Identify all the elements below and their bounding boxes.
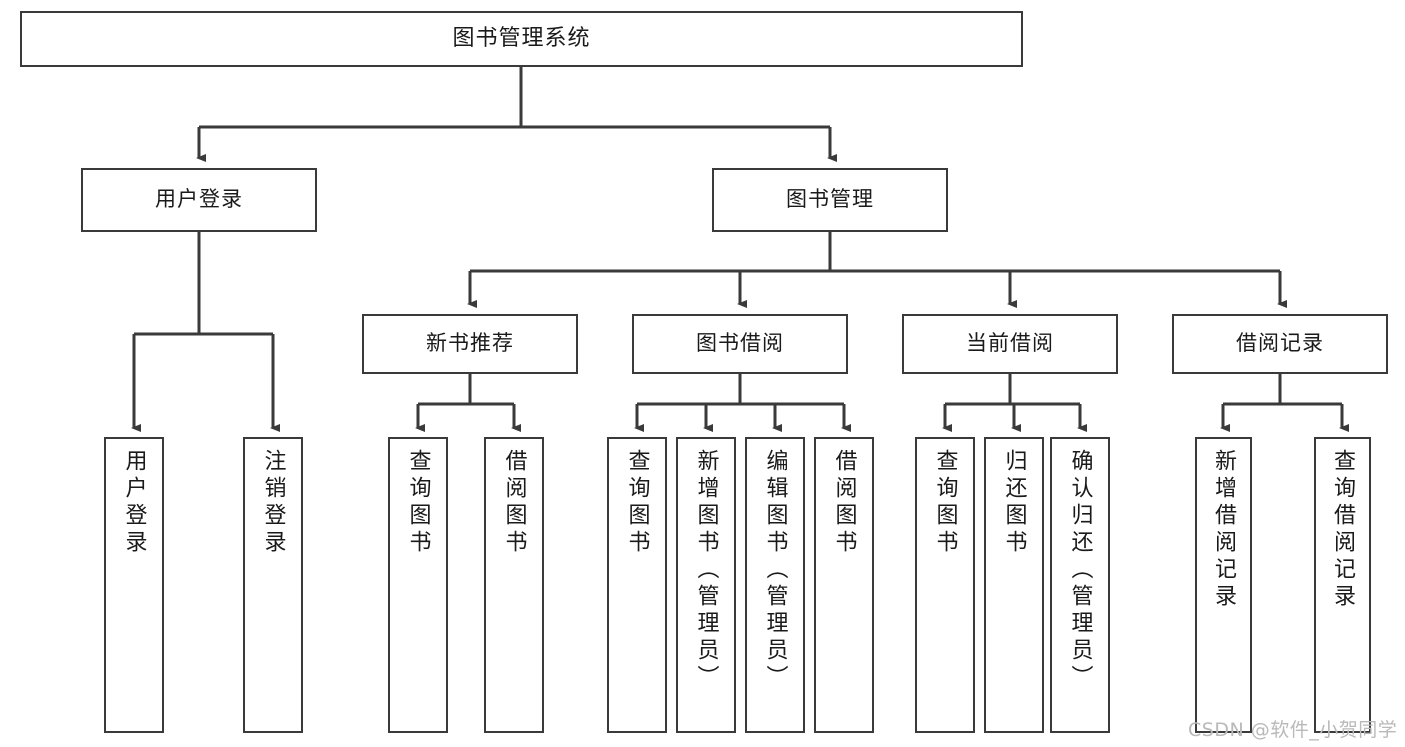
node-borrow-record[interactable]: 借阅记录: [1172, 314, 1388, 374]
leaf-node-label: 归还图书: [1001, 449, 1027, 557]
leaf-node[interactable]: 查询借阅记录: [1314, 437, 1371, 733]
leaf-node-label: 查询借阅记录: [1330, 449, 1356, 611]
node-root-label: 图书管理系统: [452, 25, 591, 51]
node-book-management[interactable]: 图书管理: [712, 168, 948, 232]
leaf-node-label: 新增图书（管理员）: [693, 449, 719, 692]
leaf-node-label: 查询图书: [405, 449, 431, 557]
leaf-node-label: 编辑图书（管理员）: [762, 449, 788, 692]
leaf-node-label: 确认归还（管理员）: [1067, 449, 1093, 692]
node-current-borrow-label: 当前借阅: [966, 331, 1054, 356]
leaf-node[interactable]: 查询图书: [915, 437, 975, 733]
node-user-login[interactable]: 用户登录: [81, 168, 317, 232]
leaf-node-label: 新增借阅记录: [1211, 449, 1237, 611]
leaf-node[interactable]: 用户登录: [104, 437, 164, 733]
node-user-login-label: 用户登录: [155, 187, 243, 212]
leaf-node[interactable]: 编辑图书（管理员）: [745, 437, 805, 733]
node-new-book-recommend-label: 新书推荐: [426, 331, 514, 356]
csdn-watermark: CSDN @软件_小贺同学: [1188, 719, 1398, 741]
leaf-node[interactable]: 归还图书: [984, 437, 1044, 733]
node-book-borrow-label: 图书借阅: [696, 331, 784, 356]
node-borrow-record-label: 借阅记录: [1236, 331, 1324, 356]
leaf-node[interactable]: 注销登录: [243, 437, 303, 733]
leaf-node[interactable]: 新增图书（管理员）: [676, 437, 736, 733]
leaf-node[interactable]: 确认归还（管理员）: [1050, 437, 1110, 733]
node-current-borrow[interactable]: 当前借阅: [902, 314, 1118, 374]
leaf-node-label: 查询图书: [932, 449, 958, 557]
leaf-node[interactable]: 查询图书: [388, 437, 448, 733]
leaf-node-label: 注销登录: [260, 449, 286, 557]
leaf-node-label: 查询图书: [624, 449, 650, 557]
leaf-node[interactable]: 新增借阅记录: [1195, 437, 1252, 733]
leaf-node-label: 借阅图书: [501, 449, 527, 557]
node-book-borrow[interactable]: 图书借阅: [632, 314, 848, 374]
leaf-node[interactable]: 借阅图书: [814, 437, 874, 733]
leaf-node-label: 用户登录: [121, 449, 147, 557]
leaf-node[interactable]: 查询图书: [607, 437, 667, 733]
leaf-node[interactable]: 借阅图书: [484, 437, 544, 733]
node-book-management-label: 图书管理: [786, 187, 874, 212]
node-new-book-recommend[interactable]: 新书推荐: [362, 314, 578, 374]
node-root[interactable]: 图书管理系统: [20, 11, 1023, 67]
leaf-node-label: 借阅图书: [831, 449, 857, 557]
